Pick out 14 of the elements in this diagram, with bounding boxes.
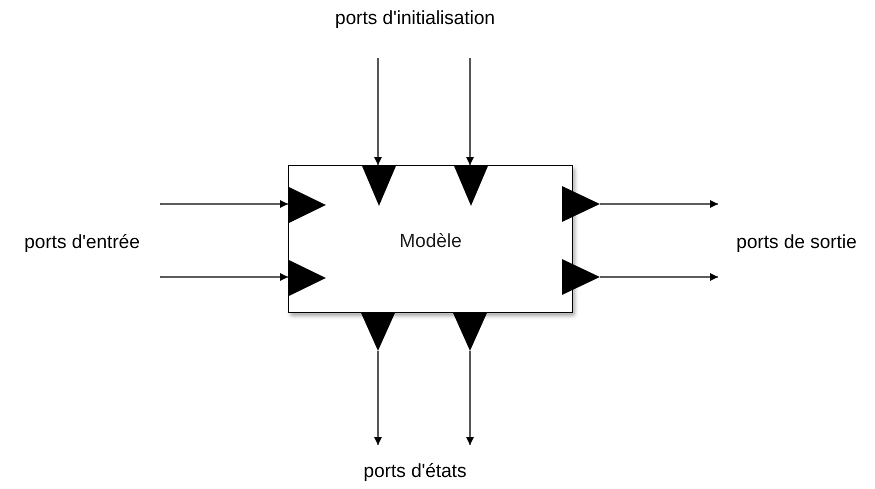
arrow (600, 273, 718, 281)
port-group-label: ports d'initialisation (335, 7, 495, 31)
arrow (466, 58, 474, 165)
arrow (374, 58, 382, 165)
box-label: Modèle (399, 230, 462, 254)
port-group-label: ports d'entrée (24, 231, 140, 255)
arrow (374, 351, 382, 445)
model-box (288, 165, 573, 313)
arrow (600, 200, 718, 208)
port-group-label: ports d'états (364, 460, 466, 484)
port-group-label: ports de sortie (736, 231, 857, 255)
arrow (160, 273, 288, 281)
arrow (466, 351, 474, 445)
arrow (160, 200, 288, 208)
